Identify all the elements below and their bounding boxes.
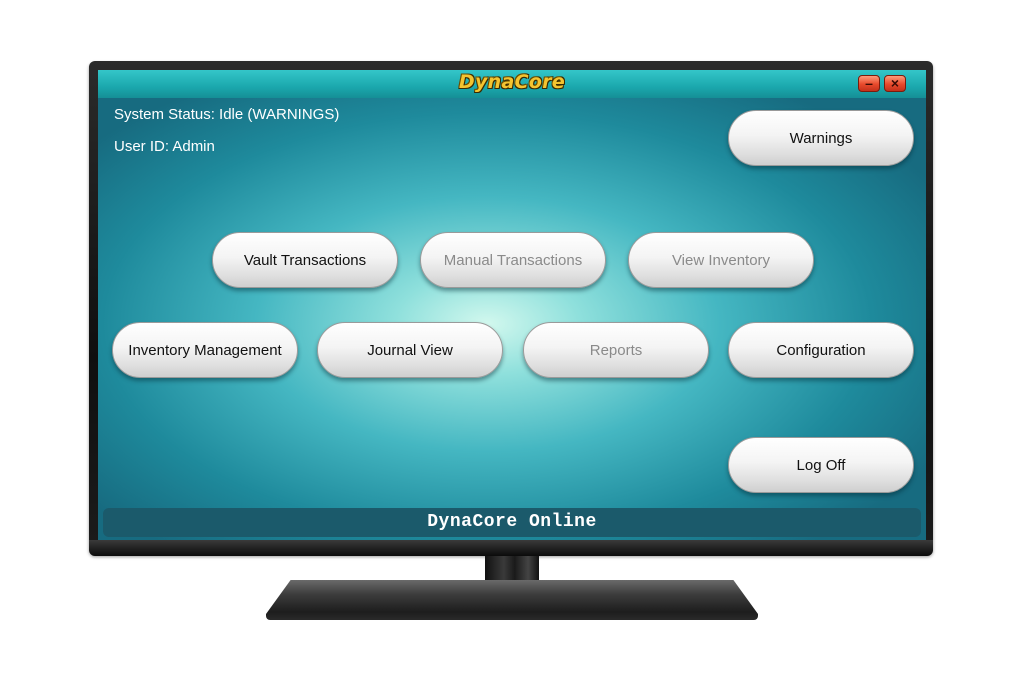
reports-button[interactable]: Reports [523,322,709,378]
vault-transactions-button[interactable]: Vault Transactions [212,232,398,288]
monitor-stand-base [266,580,758,620]
app-window: DynaCore – × System Status: Idle (WARNIN… [98,70,926,540]
user-id-label: User ID: Admin [114,138,215,155]
journal-view-button[interactable]: Journal View [317,322,503,378]
close-button[interactable]: × [884,75,906,92]
system-status-label: System Status: Idle (WARNINGS) [114,106,340,123]
close-icon: × [890,75,900,91]
title-bar: DynaCore – × [98,70,926,98]
app-title: DynaCore [458,71,566,93]
minimize-button[interactable]: – [858,75,880,92]
status-bar: DynaCore Online [103,508,921,537]
monitor-chin [89,540,933,556]
configuration-button[interactable]: Configuration [728,322,914,378]
log-off-button[interactable]: Log Off [728,437,914,493]
minimize-icon: – [865,75,873,91]
inventory-management-button[interactable]: Inventory Management [112,322,298,378]
view-inventory-button[interactable]: View Inventory [628,232,814,288]
manual-transactions-button[interactable]: Manual Transactions [420,232,606,288]
warnings-button[interactable]: Warnings [728,110,914,166]
